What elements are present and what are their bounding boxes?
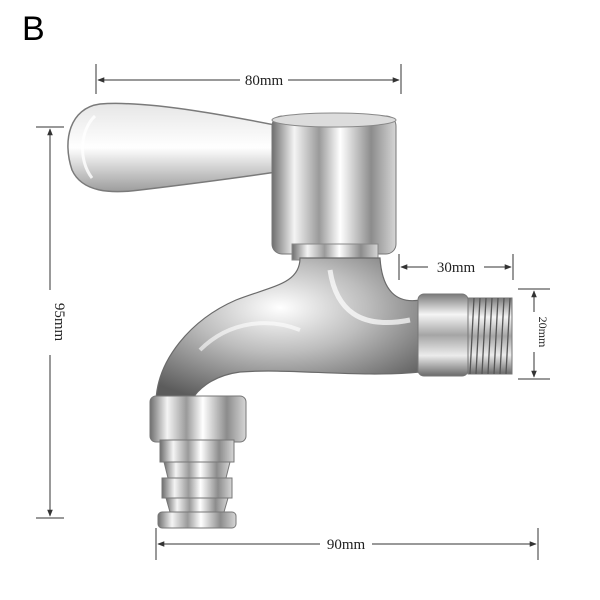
threaded-inlet (417, 293, 513, 377)
dimension-label-thread-diameter: 20mm (536, 317, 550, 348)
dimension-label-height: 95mm (51, 303, 67, 342)
dimension-bottom-width: 90mm (155, 528, 539, 560)
dimension-label-thread-length: 30mm (437, 260, 476, 276)
dimension-thread-diameter: 20mm (518, 288, 550, 380)
dimension-label-bottom-width: 90mm (327, 537, 366, 553)
variant-label: B (22, 10, 45, 48)
dimension-thread-length: 30mm (398, 254, 514, 280)
dimension-height: 95mm (36, 126, 67, 519)
spout-nut (149, 395, 247, 443)
faucet-illustration (67, 102, 513, 529)
dimension-label-top-width: 80mm (245, 73, 284, 89)
dimension-top-width: 80mm (95, 64, 402, 94)
lever-handle (67, 102, 291, 193)
valve-head (271, 115, 397, 255)
hose-nozzle (157, 439, 237, 529)
